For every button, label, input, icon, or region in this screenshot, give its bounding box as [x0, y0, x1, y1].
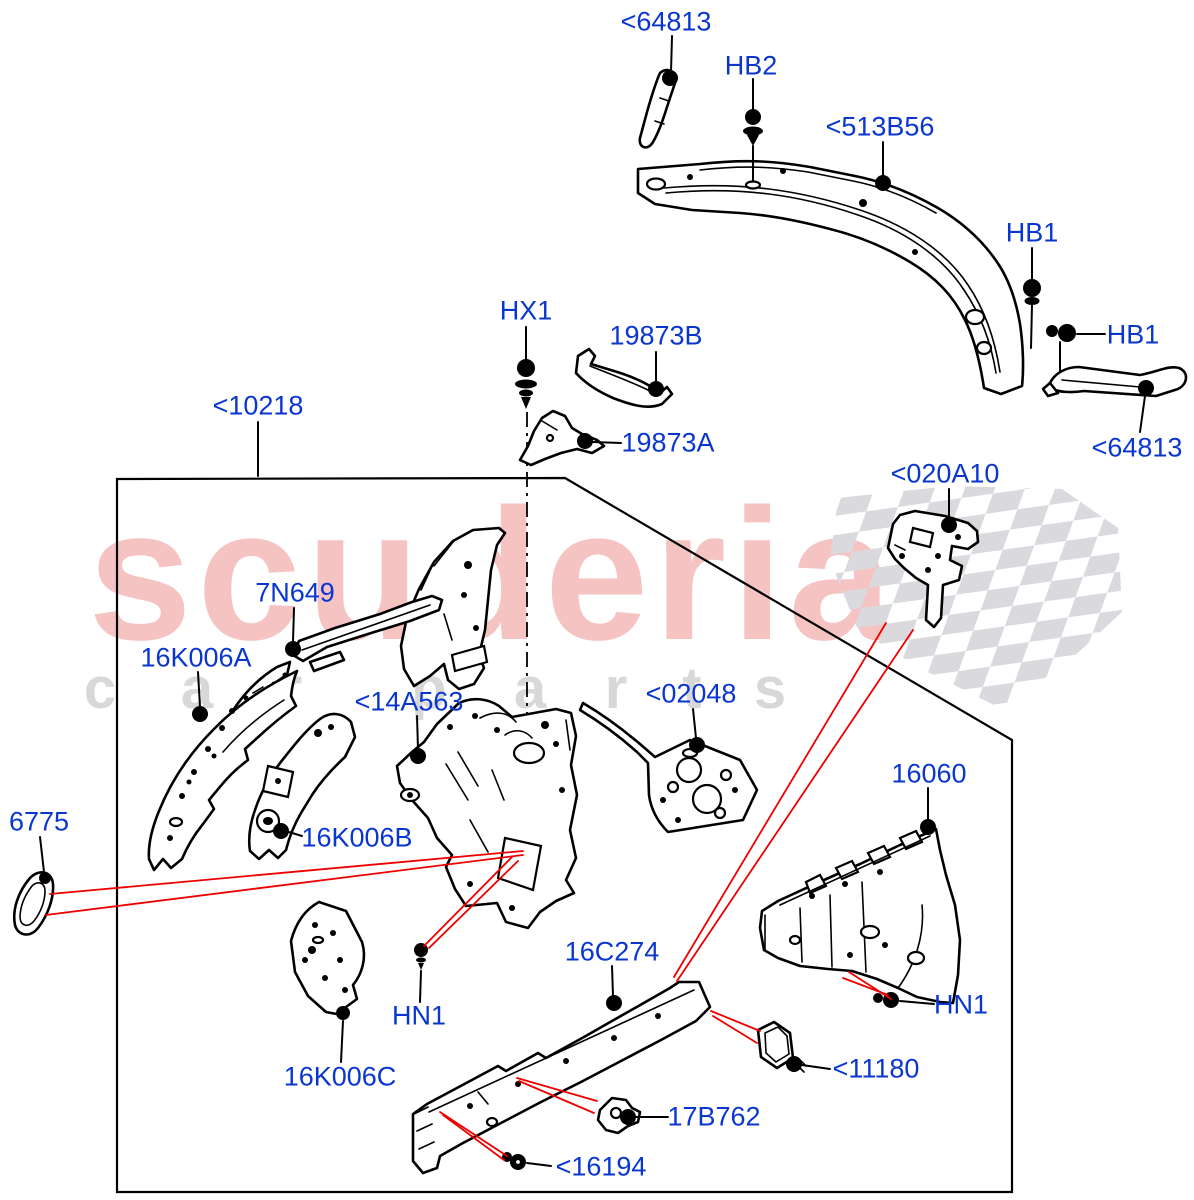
part-19873b-bracket: [574, 347, 674, 408]
part-16k006b-wheelarch-panel: [247, 712, 357, 861]
part-label-16k006b[interactable]: 16K006B: [301, 822, 413, 853]
part-label-6775[interactable]: 6775: [8, 806, 70, 837]
part-label-19873a[interactable]: 19873A: [621, 427, 715, 458]
part-label-64813-top[interactable]: <64813: [620, 6, 712, 37]
part-label-hb1-upper[interactable]: HB1: [1005, 217, 1059, 248]
part-label-14a563[interactable]: <14A563: [354, 686, 464, 717]
part-label-hn1-left[interactable]: HN1: [391, 1000, 447, 1031]
part-label-16194[interactable]: <16194: [555, 1151, 647, 1182]
part-label-hn1-right[interactable]: HN1: [933, 989, 989, 1020]
part-020a10-bracket: [886, 509, 980, 629]
part-label-hb1-lower[interactable]: HB1: [1106, 319, 1160, 350]
part-7n649-fender-support: [291, 526, 507, 691]
part-16k006a-wheelarch-panel: [147, 669, 299, 872]
watermark-tagline-letter: t: [682, 656, 702, 721]
part-label-64813-right[interactable]: <64813: [1091, 432, 1183, 463]
part-label-19873b[interactable]: 19873B: [609, 320, 703, 351]
part-label-16k006c[interactable]: 16K006C: [283, 1061, 397, 1092]
watermark-tagline-letter: c: [83, 656, 117, 721]
bolt-hb2: [743, 109, 763, 146]
watermark-tagline-letter: r: [604, 656, 628, 721]
part-label-10218[interactable]: <10218: [212, 390, 304, 421]
part-label-513b56[interactable]: <513B56: [825, 111, 935, 142]
part-label-16060[interactable]: 16060: [891, 758, 967, 789]
part-14a563-wheelhouse: [395, 697, 579, 930]
part-label-11180[interactable]: <11180: [832, 1053, 920, 1084]
assembly-outline-box: [115, 476, 1014, 1194]
bolt-hb1-upper: [1023, 279, 1041, 349]
watermark-tagline-letter: a: [513, 656, 547, 721]
red-callout-lines: [45, 622, 914, 1161]
part-label-hx1[interactable]: HX1: [499, 295, 553, 326]
part-label-17b762[interactable]: 17B762: [667, 1101, 761, 1132]
part-label-02048[interactable]: <02048: [645, 678, 737, 709]
bolt-hx1: [515, 359, 537, 409]
part-label-7n649[interactable]: 7N649: [255, 577, 335, 608]
part-label-020a10[interactable]: <020A10: [890, 458, 1000, 489]
part-label-16c274[interactable]: 16C274: [564, 936, 660, 967]
part-label-hb2[interactable]: HB2: [724, 50, 778, 81]
watermark-tagline-letter: s: [753, 656, 787, 721]
part-16c274-sill-rail: [411, 980, 712, 1175]
part-16060-side-member: [758, 827, 962, 1005]
part-02048-gasket-plate: [578, 701, 759, 834]
part-label-16k006a[interactable]: 16K006A: [140, 642, 252, 673]
leader-lines: [39, 35, 1154, 1167]
